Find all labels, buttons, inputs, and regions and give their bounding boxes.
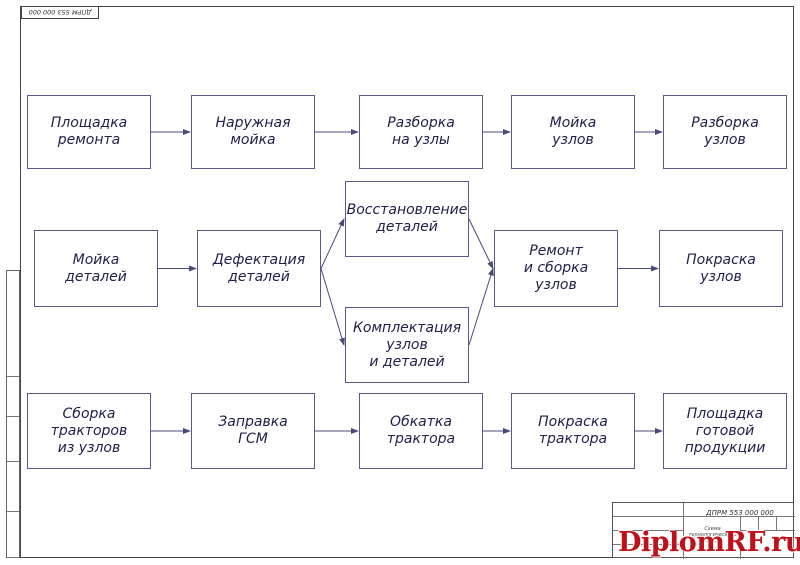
node-tractor-assembly: Сборка тракторов из узлов bbox=[27, 393, 151, 469]
title-block: ДПРМ 553 000 000 Схема технологического … bbox=[612, 502, 795, 559]
node-units-completion: Комплектация узлов и деталей bbox=[345, 307, 469, 383]
node-unit-disassembly: Разборка узлов bbox=[663, 95, 787, 169]
node-finished-products-yard: Площадка готовой продукции bbox=[663, 393, 787, 469]
title-description: Схема технологического пр... bbox=[688, 526, 737, 544]
node-tractor-painting: Покраска трактора bbox=[511, 393, 635, 469]
node-parts-washing: Мойка деталей bbox=[34, 230, 158, 307]
flow-arrow-n7-n8 bbox=[320, 218, 345, 269]
node-parts-inspection: Дефектация деталей bbox=[197, 230, 321, 307]
node-disassembly-into-units: Разборка на узлы bbox=[359, 95, 483, 169]
node-unit-washing: Мойка узлов bbox=[511, 95, 635, 169]
node-unit-painting: Покраска узлов bbox=[659, 230, 783, 307]
drawing-frame bbox=[20, 6, 794, 558]
node-repair-yard: Площадка ремонта bbox=[27, 95, 151, 169]
node-external-wash: Наружная мойка bbox=[191, 95, 315, 169]
watermark-logo: DiplomRF.ru bbox=[618, 527, 800, 558]
node-parts-restoration: Восстановление деталей bbox=[345, 181, 469, 257]
node-fuel-refill: Заправка ГСМ bbox=[191, 393, 315, 469]
flow-arrow-n9-n10 bbox=[468, 267, 494, 346]
side-strip bbox=[6, 270, 20, 558]
flow-arrow-n8-n10 bbox=[468, 218, 494, 270]
title-code: ДПРМ 553 000 000 bbox=[706, 509, 774, 517]
node-unit-repair-assembly: Ремонт и сборка узлов bbox=[494, 230, 618, 307]
flow-arrow-n7-n9 bbox=[320, 268, 345, 346]
node-run-in: Обкатка трактора bbox=[359, 393, 483, 469]
